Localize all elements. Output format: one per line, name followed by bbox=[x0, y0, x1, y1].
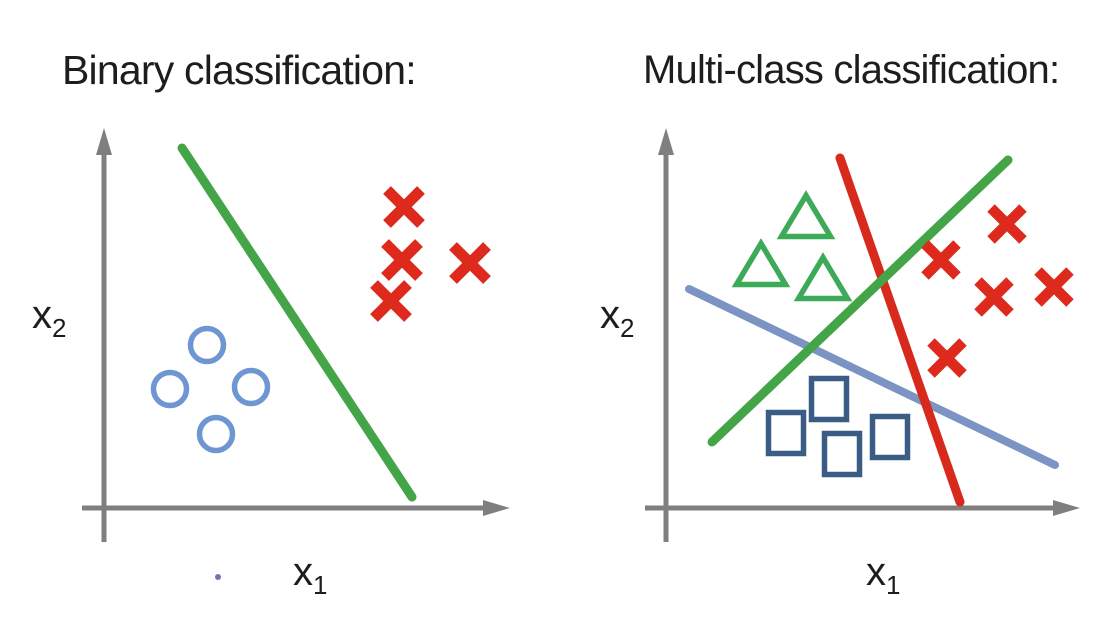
blue-square-marker bbox=[808, 375, 850, 423]
multiclass-y-axis-label-sub: 2 bbox=[620, 313, 635, 343]
multiclass-x-axis-label-sub: 1 bbox=[886, 570, 901, 600]
binary-y-axis-label: x2 bbox=[32, 295, 66, 341]
red-cross-marker bbox=[1034, 267, 1074, 307]
red-cross-marker bbox=[927, 338, 967, 378]
multiclass-panel-title: Multi-class classification: bbox=[643, 48, 1060, 92]
binary-x-axis-label-sub: 1 bbox=[313, 570, 328, 600]
red-cross-marker bbox=[974, 277, 1014, 317]
red-cross-marker bbox=[383, 186, 425, 228]
binary-panel-title: Binary classification: bbox=[62, 47, 417, 93]
blue-circle-marker bbox=[187, 325, 227, 365]
multiclass-x-axis-label-base: x bbox=[866, 550, 886, 594]
stray-dot-marker bbox=[215, 574, 221, 580]
binary-classification-x-axis-arrow-icon bbox=[483, 500, 510, 516]
green-triangle-marker bbox=[793, 252, 853, 302]
binary-y-axis-label-base: x bbox=[32, 293, 52, 337]
multi-class-classification-x-axis-arrow-icon bbox=[1053, 500, 1080, 516]
blue-square-marker bbox=[765, 409, 807, 457]
red-decision-boundary bbox=[835, 153, 965, 507]
red-cross-marker bbox=[381, 239, 423, 281]
blue-circle-marker bbox=[231, 367, 271, 407]
green-triangle-marker bbox=[776, 190, 836, 240]
binary-classification-y-axis-arrow-icon bbox=[96, 128, 112, 155]
blue-decision-boundary bbox=[685, 285, 1059, 469]
green-decision-boundary bbox=[177, 143, 417, 502]
blue-circle-marker bbox=[150, 369, 190, 409]
green-decision-boundary bbox=[707, 155, 1013, 447]
multiclass-y-axis-label-base: x bbox=[600, 293, 620, 337]
binary-x-axis-label: x1 bbox=[293, 552, 327, 598]
binary-y-axis-label-sub: 2 bbox=[52, 313, 67, 343]
blue-square-marker bbox=[821, 430, 863, 478]
multiclass-x-axis-label: x1 bbox=[866, 552, 900, 598]
multi-class-classification-plot bbox=[645, 128, 1080, 542]
blue-square-marker bbox=[869, 413, 911, 461]
red-cross-marker bbox=[449, 242, 491, 284]
red-cross-marker bbox=[370, 280, 412, 322]
binary-x-axis-label-base: x bbox=[293, 550, 313, 594]
binary-classification-plot bbox=[82, 128, 510, 580]
blue-circle-marker bbox=[196, 414, 236, 454]
multiclass-y-axis-label: x2 bbox=[600, 295, 634, 341]
multi-class-classification-y-axis-arrow-icon bbox=[658, 128, 674, 155]
red-cross-marker bbox=[987, 204, 1027, 244]
red-cross-marker bbox=[921, 240, 961, 280]
green-triangle-marker bbox=[731, 238, 791, 288]
